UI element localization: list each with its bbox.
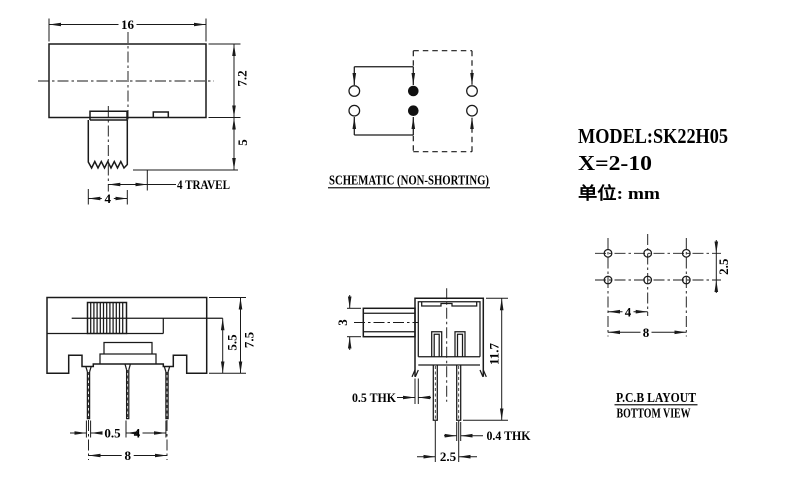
dim-side-knob: 3 [335, 319, 350, 326]
side-view: 3 11.7 0.5 THK 0.4 THK 2.5 [335, 288, 531, 464]
dim-side-wall-thk: 0.5 THK [352, 390, 397, 405]
dim-pcb-col: 4 [625, 304, 632, 319]
dim-top-width: 16 [121, 17, 135, 32]
dim-pcb-row: 2.5 [716, 258, 731, 275]
dim-top-knob-width: 4 [105, 191, 112, 206]
dim-front-pin-pitch: 4 [134, 426, 141, 441]
top-view: 16 7.2 5 4 TRAVEL 4 [38, 17, 250, 206]
schematic-view: SCHEMATIC (NON-SHORTING) [328, 50, 490, 189]
title-block: MODEL:SK22H05 X=2-10 单位: mm [578, 124, 728, 203]
unit-label: 单位: mm [578, 183, 660, 203]
dim-front-pin-span: 8 [124, 448, 131, 463]
dim-side-pitch: 2.5 [440, 449, 457, 464]
front-view: 7.5 5.5 0.5 4 8 [46, 296, 257, 463]
dim-top-height: 7.2 [235, 70, 250, 86]
pcb-view: 2.5 4 8 P.C.B LAYOUT BOTTOM VIEW [595, 234, 731, 421]
pcb-label-line1: P.C.B LAYOUT [616, 390, 696, 405]
schematic-label: SCHEMATIC (NON-SHORTING) [329, 173, 489, 188]
dim-top-travel: 4 TRAVEL [177, 177, 230, 192]
dim-front-total-height: 7.5 [242, 331, 257, 348]
dim-front-body-height: 5.5 [224, 334, 239, 351]
dim-front-pin-width: 0.5 [104, 426, 121, 441]
dim-side-total: 11.7 [487, 342, 502, 365]
dim-pcb-span: 8 [643, 325, 650, 340]
model-number: MODEL:SK22H05 [578, 124, 728, 148]
model-range: X=2-10 [578, 151, 652, 175]
pcb-label-line2: BOTTOM VIEW [617, 406, 691, 421]
dim-side-pin-thk: 0.4 THK [487, 428, 532, 443]
dim-top-knob: 5 [235, 139, 250, 146]
